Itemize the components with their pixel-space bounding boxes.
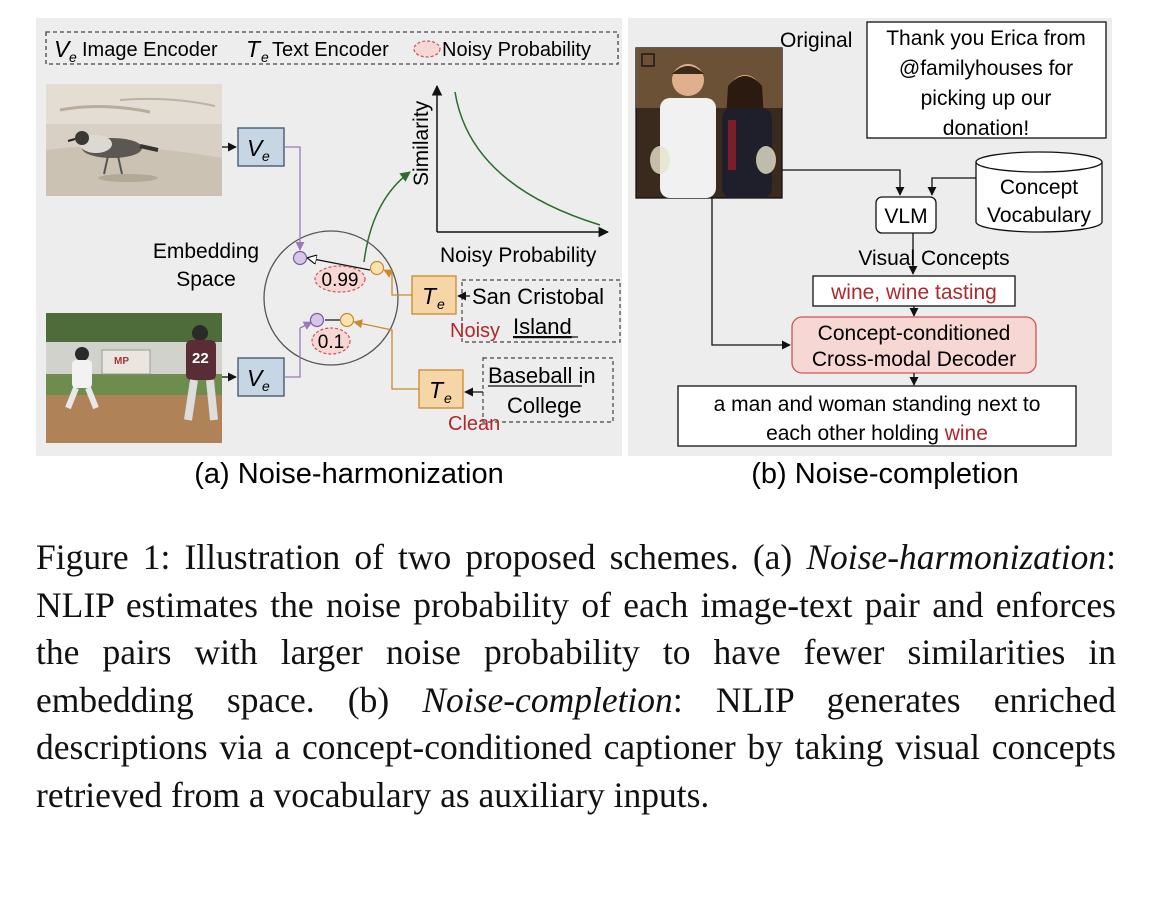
legend-text-encoder-label: Text Encoder [272, 39, 389, 61]
figure-caption: Figure 1: Illustration of two proposed s… [36, 534, 1116, 820]
output-line2: each other holding wine [766, 422, 988, 445]
concepts-text: wine, wine tasting [830, 281, 997, 304]
visual-concepts-label: Visual Concepts [858, 247, 1009, 270]
output-line1: a man and woman standing next to [714, 393, 1041, 416]
text-embedding-dot-noisy [369, 260, 385, 276]
couple-photo [635, 47, 783, 199]
arrow-photo-vlm [782, 169, 905, 196]
caption-body-a: : NLIP estimates the noise probability o… [36, 537, 1116, 720]
plot-ylabel: Similarity [410, 100, 433, 186]
sign-text: MP [114, 356, 129, 367]
clean-tag: Clean [448, 413, 500, 435]
decoder-line1: Concept-conditioned [818, 322, 1011, 345]
vocab-line1: Concept [1000, 176, 1078, 199]
caption-term-a: Noise-harmonization [806, 537, 1107, 577]
plot-curve [454, 91, 601, 226]
output-line2-prefix: each other holding [766, 422, 945, 445]
orange-arrow-noisy [383, 269, 412, 296]
legend-text-encoder-symbol: T [246, 36, 262, 62]
embedding-space-circle [263, 230, 399, 366]
score-noisy: 0.99 [322, 270, 359, 291]
output-caption-box [677, 385, 1077, 447]
image-encoder-box-top: V e [237, 127, 285, 167]
jersey-number: 22 [192, 350, 209, 367]
noisy-text-box [461, 279, 621, 343]
legend-image-encoder-subscript: e [69, 49, 77, 65]
legend: V e Image Encoder T e Text Encoder Noisy… [45, 31, 619, 65]
image-encoder-box-bottom: V e [237, 357, 285, 397]
embedding-label-line2: Space [176, 268, 236, 291]
arrow-photo-decoder [711, 198, 791, 350]
original-caption-box [866, 21, 1107, 139]
image-embedding-dot-top [292, 250, 308, 266]
vlm-box [875, 196, 937, 234]
concept-vocabulary-cylinder: Concept Vocabulary [975, 151, 1103, 233]
legend-image-encoder-label: Image Encoder [82, 39, 218, 61]
original-caption-line2: @familyhouses for [899, 57, 1073, 80]
subtitle-a: (a) Noise-harmonization [194, 458, 503, 490]
svg-text:V: V [247, 135, 265, 161]
text-clean-line1: Baseball in [488, 363, 596, 388]
svg-text:T: T [429, 377, 445, 403]
score-clean: 0.1 [318, 332, 344, 353]
original-caption-line4: donation! [943, 117, 1029, 140]
text-noisy-line1: San Cristobal [472, 284, 604, 309]
concepts-box [812, 275, 1016, 307]
similarity-arrow-noisy [308, 258, 371, 271]
original-caption-line3: picking up our [921, 87, 1052, 110]
caption-lead: Figure 1: Illustration of two proposed s… [36, 537, 807, 577]
noisy-tag: Noisy [450, 320, 500, 342]
plot-xlabel: Noisy Probability [440, 244, 597, 267]
output-line2-highlight: wine [944, 422, 988, 445]
vlm-label: VLM [884, 205, 927, 228]
seagull-photo [46, 84, 222, 196]
legend-noisy-prob-label: Noisy Probability [442, 39, 591, 61]
orange-arrow-clean [353, 319, 419, 390]
svg-text:V: V [247, 365, 265, 391]
purple-arrow-bottom [284, 321, 313, 378]
legend-text-encoder-subscript: e [261, 49, 269, 65]
legend-image-encoder-symbol: V [54, 36, 72, 62]
caption-body-b: : NLIP generates enriched descriptions v… [36, 679, 1116, 815]
clean-score-ellipse [311, 327, 351, 355]
figure-1: V e Image Encoder T e Text Encoder Noisy… [36, 18, 1112, 490]
baseball-photo: MP 22 [46, 313, 222, 443]
caption-term-b: Noise-completion [422, 679, 673, 720]
noisy-score-ellipse [314, 265, 366, 293]
purple-arrow-top [284, 146, 305, 251]
decoder-line2: Cross-modal Decoder [812, 348, 1016, 371]
text-noisy-line2: Island [513, 314, 572, 339]
green-arrow-to-plot [363, 171, 411, 263]
text-clean-word2: in [572, 363, 595, 388]
text-encoder-box-clean: T e [418, 369, 464, 409]
subtitle-b: (b) Noise-completion [751, 458, 1019, 490]
svg-text:e: e [262, 378, 270, 394]
clean-text-box [482, 357, 614, 423]
noisy-prob-ellipse-icon [413, 40, 441, 58]
svg-text:e: e [437, 296, 445, 312]
svg-text:T: T [422, 283, 438, 309]
embedding-label-line1: Embedding [153, 240, 259, 263]
text-embedding-dot-clean [339, 312, 355, 328]
text-clean-line2: College [507, 393, 582, 418]
similarity-plot: Similarity Noisy Probability [410, 84, 610, 267]
svg-text:e: e [444, 390, 452, 406]
original-caption-line1: Thank you Erica from [886, 27, 1086, 50]
text-clean-word1: Baseball [488, 363, 572, 388]
original-label: Original [780, 29, 852, 52]
vocab-line2: Vocabulary [987, 204, 1091, 227]
text-encoder-box-noisy: T e [411, 275, 457, 315]
svg-text:e: e [262, 148, 270, 164]
arrow-vocab-vlm [927, 177, 976, 196]
image-embedding-dot-bottom [309, 312, 325, 328]
